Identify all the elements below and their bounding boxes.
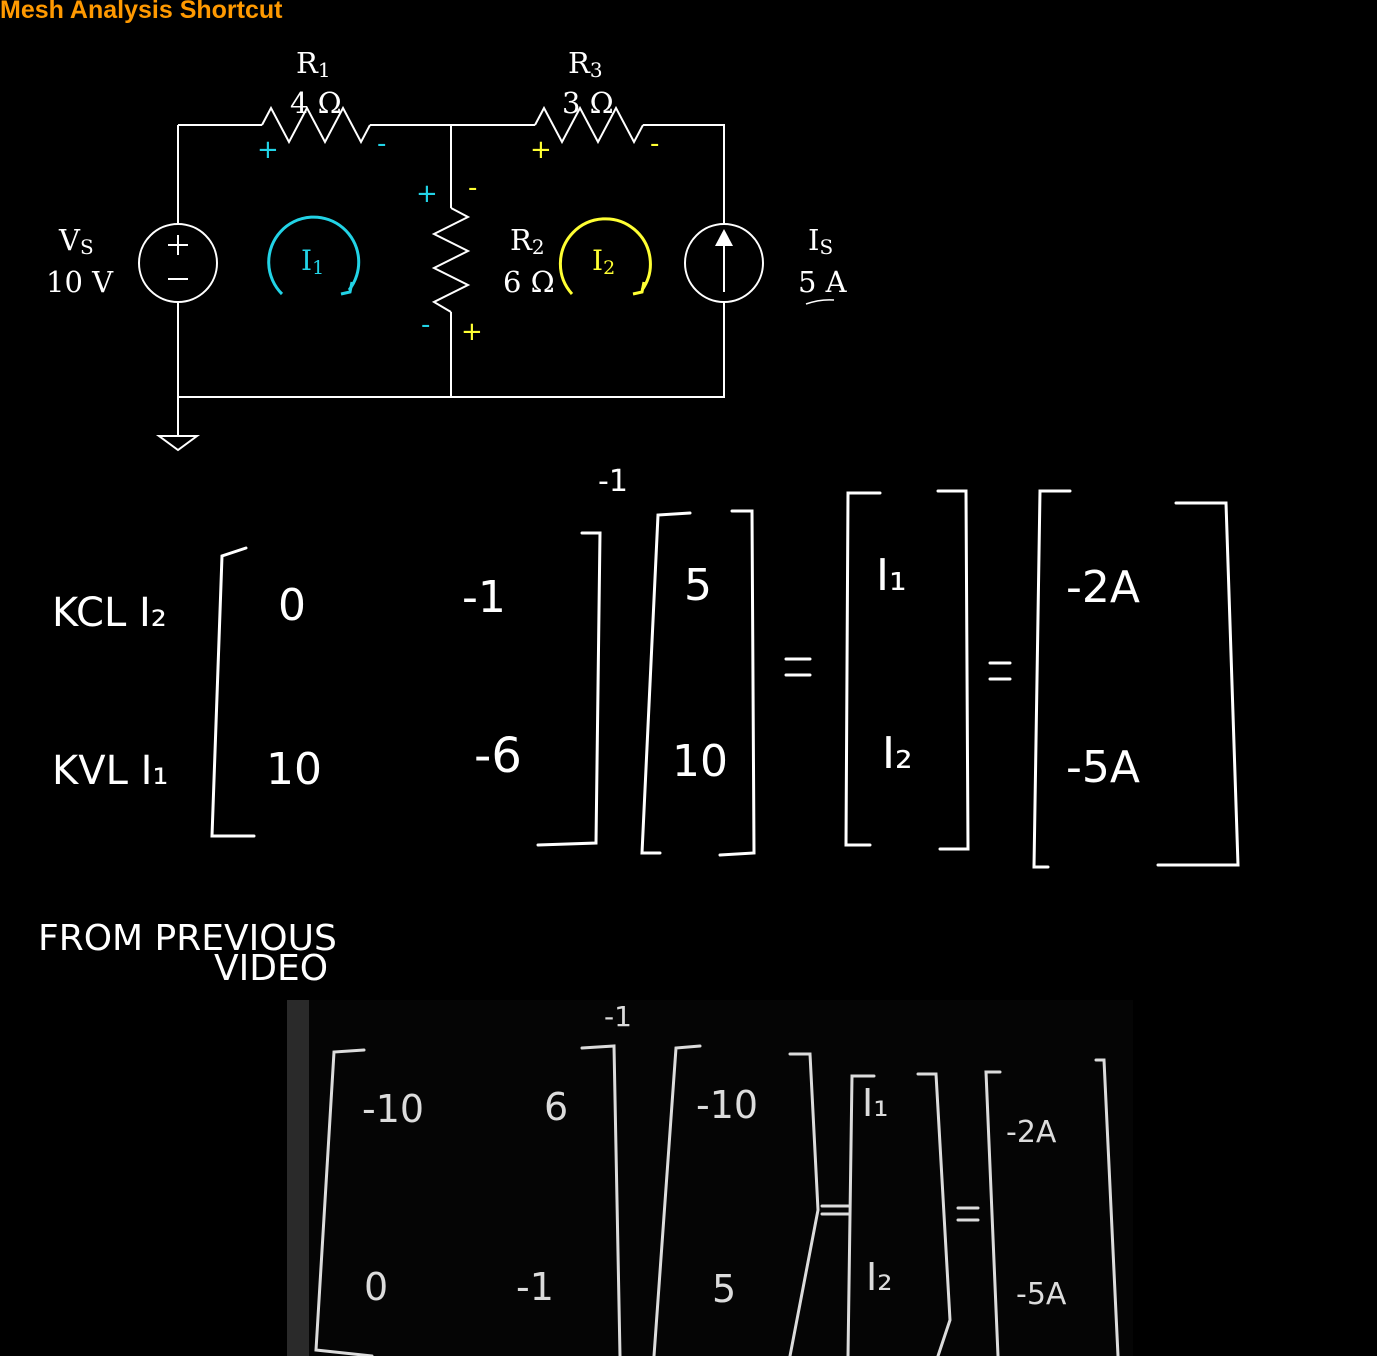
prev-unknown-cell-2: I₂ <box>866 1255 892 1299</box>
equals-sign-1 <box>784 657 812 677</box>
vector-cell-1: 5 <box>684 560 712 611</box>
note-line-2: VIDEO <box>214 948 328 989</box>
inset-side-bar <box>287 1000 309 1356</box>
voltage-source-symbol <box>138 223 218 303</box>
wire <box>643 124 725 224</box>
prev-matrix-left-bracket <box>314 1048 374 1356</box>
resistor-r1-symbol <box>261 105 371 145</box>
r2-plus-sign-top: + <box>416 179 438 209</box>
result-cell-2: -5A <box>1066 742 1140 793</box>
r1-value: 4 Ω <box>290 86 342 120</box>
matrix-cell-1-2: -1 <box>462 572 506 623</box>
ground-symbol <box>155 435 201 452</box>
is-value: 5 A <box>798 265 848 299</box>
row-label-1: KCL I₂ <box>52 590 167 636</box>
note-line-1: FROM PREVIOUS <box>38 918 337 959</box>
prev-vector-left-bracket <box>652 1044 702 1356</box>
r2-value: 6 Ω <box>503 265 555 299</box>
matrix-right-bracket <box>536 531 602 847</box>
vector-left-bracket <box>640 511 692 855</box>
result-left-bracket <box>1032 489 1072 869</box>
unknown-cell-2: I₂ <box>882 728 913 779</box>
prev-vector-right-bracket <box>788 1052 820 1356</box>
inverse-exponent: -1 <box>598 464 628 499</box>
unknown-cell-1: I₁ <box>876 550 907 601</box>
matrix-cell-2-2: -6 <box>474 728 522 784</box>
r3-minus-sign: - <box>650 129 659 159</box>
vector-cell-2: 10 <box>672 736 728 787</box>
result-cell-1: -2A <box>1066 562 1140 613</box>
row-label-2: KVL I₁ <box>52 748 168 794</box>
r3-value: 3 Ω <box>562 86 614 120</box>
resistor-r3-symbol <box>534 105 644 145</box>
r3-plus-sign: + <box>530 135 552 165</box>
prev-matrix-cell-2-1: 0 <box>364 1265 388 1309</box>
current-source-symbol <box>684 223 764 303</box>
prev-inverse-exponent: -1 <box>604 1000 632 1033</box>
r3-label: R3 <box>568 46 603 82</box>
vs-value: 10 V <box>46 265 114 299</box>
prev-unknown-cell-1: I₁ <box>862 1081 888 1125</box>
prev-result-cell-1: -2A <box>1006 1115 1057 1150</box>
prev-matrix-right-bracket <box>580 1044 622 1356</box>
result-right-bracket <box>1156 501 1240 867</box>
prev-matrix-cell-1-1: -10 <box>362 1087 424 1131</box>
r2-minus-sign-bottom: - <box>421 310 430 340</box>
mesh-1-arrow <box>267 215 361 296</box>
matrix-cell-2-1: 10 <box>266 744 322 795</box>
prev-equals-sign-1 <box>820 1204 852 1216</box>
unknowns-left-bracket <box>844 491 882 847</box>
unknowns-right-bracket <box>936 489 970 851</box>
r2-label: R2 <box>510 223 545 259</box>
matrix-left-bracket <box>210 546 256 838</box>
is-label: IS <box>808 223 833 259</box>
prev-matrix-cell-2-2: -1 <box>516 1265 554 1309</box>
prev-result-cell-2: -5A <box>1016 1277 1067 1312</box>
circuit-schematic <box>138 105 764 452</box>
vs-label: VS <box>58 223 94 259</box>
arrow-up-icon <box>715 229 733 246</box>
r1-plus-sign: + <box>257 135 279 165</box>
prev-result-right-bracket <box>1094 1058 1120 1356</box>
prev-equals-sign-2 <box>956 1206 980 1222</box>
prev-unknowns-left-bracket <box>846 1074 876 1356</box>
vector-right-bracket <box>718 509 756 857</box>
mesh-2-arrow <box>558 217 652 296</box>
previous-video-inset <box>287 1000 1133 1356</box>
underline-mark <box>805 299 835 305</box>
prev-vector-cell-1: -10 <box>696 1083 758 1127</box>
prev-result-left-bracket <box>984 1070 1002 1356</box>
resistor-r2-symbol <box>431 207 471 313</box>
equals-sign-2 <box>988 661 1012 681</box>
r2-plus-sign-bottom: + <box>461 317 483 347</box>
page-title: Mesh Analysis Shortcut <box>0 0 283 24</box>
prev-unknowns-right-bracket <box>916 1072 952 1356</box>
mesh-2-label: I2 <box>592 244 615 279</box>
matrix-cell-1-1: 0 <box>278 580 306 631</box>
r1-label: R1 <box>296 46 331 82</box>
r1-minus-sign: - <box>377 129 386 159</box>
r2-minus-sign-top: - <box>468 173 477 203</box>
mesh-1-label: I1 <box>301 244 324 279</box>
prev-matrix-cell-1-2: 6 <box>544 1085 568 1129</box>
prev-vector-cell-2: 5 <box>712 1267 736 1311</box>
